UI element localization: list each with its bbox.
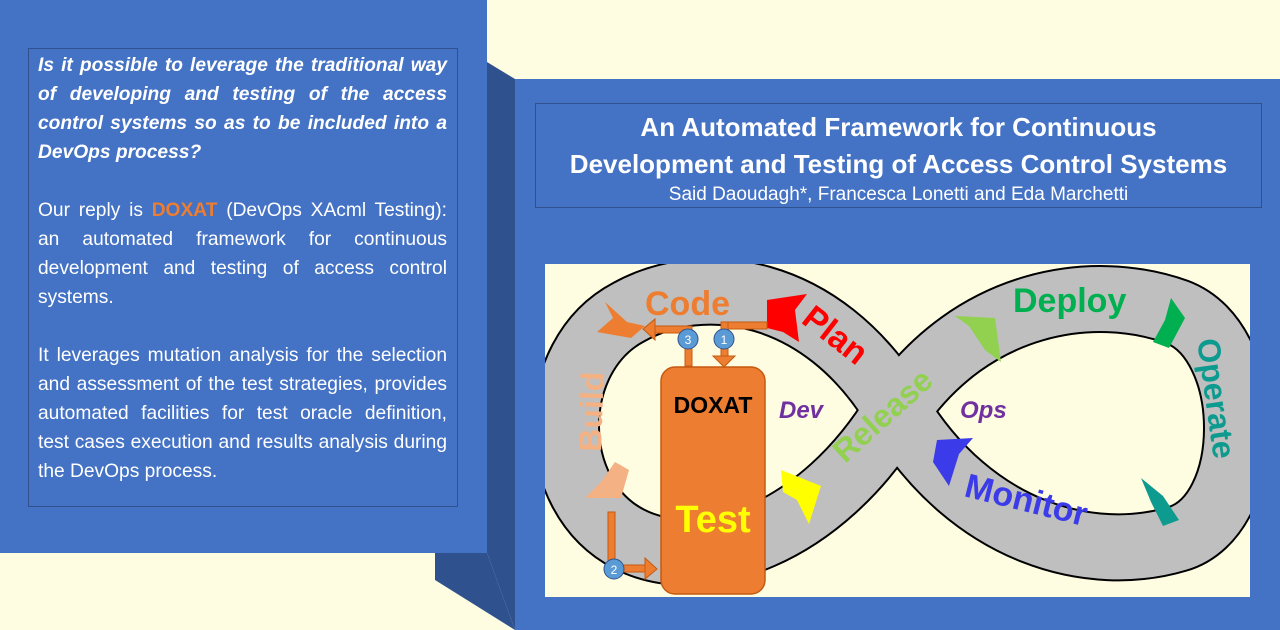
- doxat-box-title: DOXAT: [674, 392, 753, 418]
- label-ops: Ops: [960, 397, 1007, 424]
- step-marker-2: [603, 558, 625, 580]
- reply-text-start: Our reply is: [38, 200, 152, 221]
- question-textbox: Is it possible to leverage the tradition…: [28, 48, 458, 507]
- devops-loop-svg: Code Plan Release Deploy Operate Monitor…: [545, 264, 1250, 595]
- chevron-code: [597, 302, 645, 338]
- title-box: An Automated Framework for Continuous De…: [535, 103, 1262, 208]
- chevron-monitor: [933, 438, 973, 486]
- label-code: Code: [645, 285, 730, 323]
- details-paragraph: It leverages mutation analysis for the s…: [38, 345, 447, 482]
- doxat-highlight: DOXAT: [151, 200, 218, 221]
- title-line-1: An Automated Framework for Continuous: [640, 112, 1157, 142]
- step-label-3: 3: [685, 333, 692, 347]
- chevron-operate: [1141, 478, 1179, 526]
- chevron-build: [585, 462, 629, 498]
- chevron-release: [955, 316, 1001, 362]
- devops-diagram: Code Plan Release Deploy Operate Monitor…: [545, 264, 1250, 597]
- label-dev: Dev: [779, 397, 825, 424]
- step-label-2: 2: [611, 563, 618, 577]
- chevron-test: [781, 470, 821, 524]
- label-build: Build: [572, 371, 611, 452]
- label-deploy: Deploy: [1013, 282, 1126, 320]
- reply-paragraph: Our reply is DOXAT (DevOps XAcml Testing…: [38, 196, 447, 312]
- step-marker-3: [677, 328, 699, 350]
- reply-text-end: (DevOps XAcml Testing): an automated fra…: [38, 200, 447, 308]
- title-line-2: Development and Testing of Access Contro…: [569, 149, 1228, 179]
- doxat-box: [660, 366, 766, 595]
- panel-bottom-shadow: [435, 553, 515, 630]
- left-panel: [0, 0, 487, 553]
- chevron-plan: [767, 294, 807, 342]
- step-marker-1: [713, 328, 735, 350]
- panel-side-shadow: [487, 62, 515, 630]
- authors: Said Daoudagh*, Francesca Lonetti and Ed…: [668, 184, 1129, 205]
- research-question: Is it possible to leverage the tradition…: [38, 55, 447, 163]
- doxat-box-test: Test: [675, 499, 751, 541]
- chevron-deploy: [1153, 298, 1185, 348]
- step-label-1: 1: [721, 333, 728, 347]
